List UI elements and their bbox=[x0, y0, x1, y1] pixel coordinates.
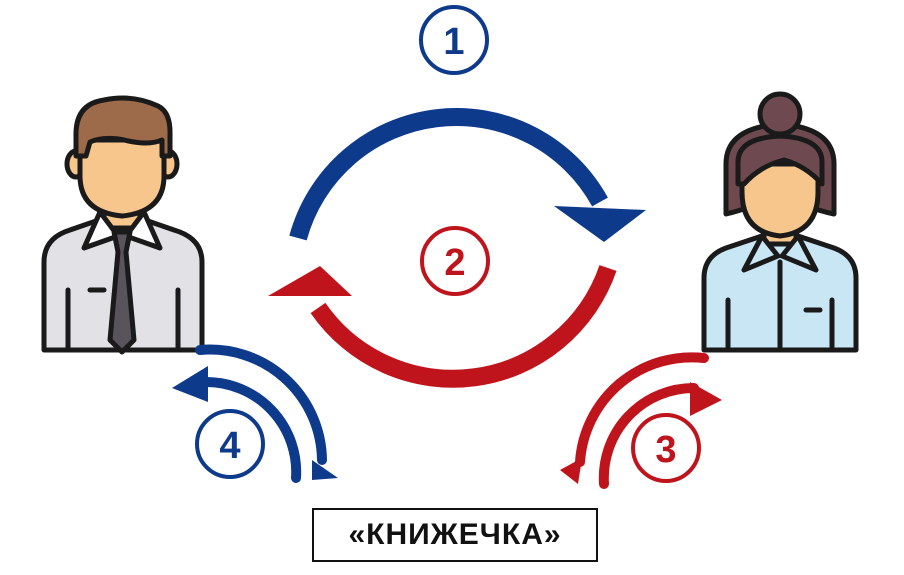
step-1-badge: 1 bbox=[419, 5, 489, 75]
arrows-4-blue bbox=[195, 344, 327, 483]
arrow-4-head-left bbox=[172, 366, 208, 402]
man-avatar-icon bbox=[41, 95, 205, 355]
step-1-number: 1 bbox=[443, 21, 464, 63]
step-2-badge: 2 bbox=[420, 226, 490, 296]
caption-text: «КНИЖЕЧКА» bbox=[348, 518, 562, 551]
arrow-1-blue bbox=[289, 108, 646, 242]
step-3-number: 3 bbox=[655, 429, 676, 471]
step-4-number: 4 bbox=[219, 425, 240, 467]
woman-avatar-icon bbox=[701, 91, 859, 353]
arrow-4-head-down bbox=[312, 460, 338, 480]
arrows-3-red bbox=[575, 352, 709, 489]
step-3-badge: 3 bbox=[631, 413, 701, 483]
arrow-3-head-down bbox=[560, 458, 582, 484]
step-2-number: 2 bbox=[444, 242, 465, 284]
caption-box: «КНИЖЕЧКА» bbox=[312, 508, 598, 562]
step-4-badge: 4 bbox=[195, 409, 265, 479]
arrow-3-head-right bbox=[690, 382, 722, 416]
arrow-2-red bbox=[268, 265, 617, 388]
